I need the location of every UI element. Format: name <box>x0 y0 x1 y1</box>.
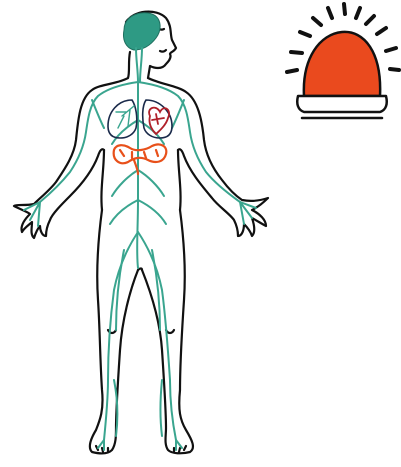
stomach-icon <box>114 144 167 174</box>
human-figure <box>14 12 268 454</box>
alarm-dome <box>304 32 380 96</box>
nerve-network <box>24 48 256 450</box>
alarm-light-icon <box>287 4 399 118</box>
brain-icon <box>123 13 160 50</box>
alarm-base <box>297 96 387 112</box>
heart-icon <box>149 108 169 134</box>
